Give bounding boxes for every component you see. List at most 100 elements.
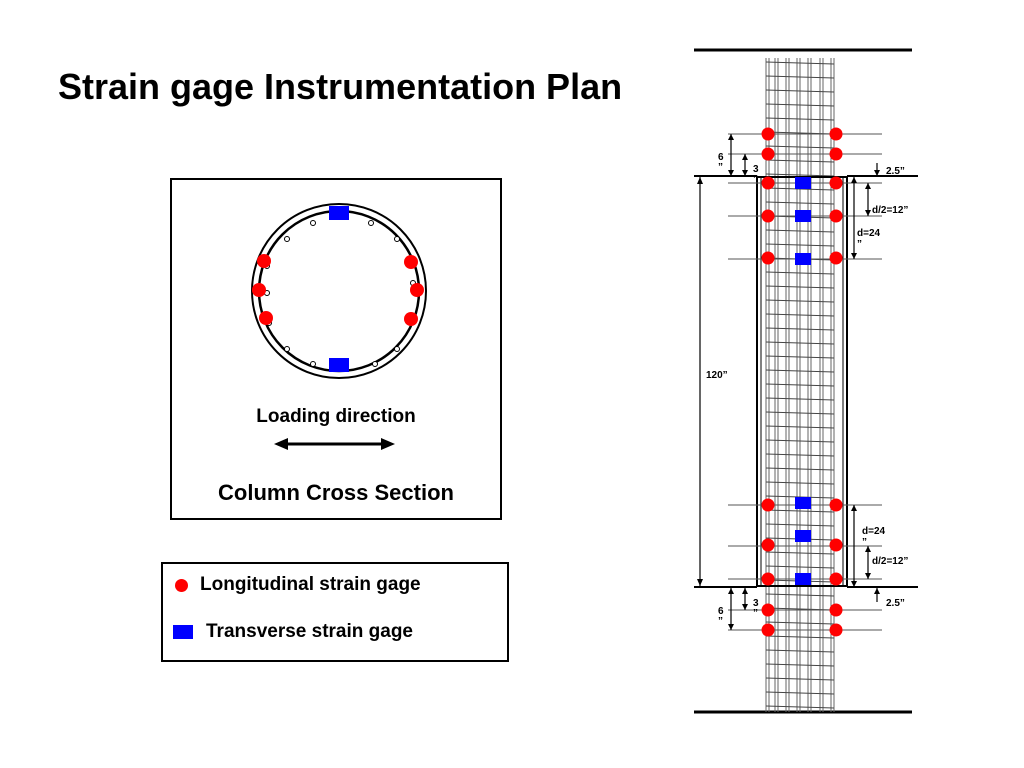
- dimension-arrowheads: [697, 134, 880, 630]
- longitudinal-gage-dot: [829, 209, 843, 223]
- longitudinal-gage-dot: [829, 623, 843, 637]
- transverse-gage-rect: [795, 497, 811, 509]
- spiral-hoop: [765, 75, 835, 79]
- longitudinal-gage-dot: [761, 623, 775, 637]
- longitudinal-gage-dot: [761, 176, 775, 190]
- spiral-hoop: [765, 271, 835, 275]
- loading-direction-arrow: [274, 438, 395, 450]
- legend-label: Transverse strain gage: [206, 621, 413, 642]
- spiral-hoop: [765, 159, 835, 163]
- spiral-hoop: [765, 467, 835, 471]
- rebar: [310, 220, 316, 226]
- spiral-hoop: [765, 677, 835, 681]
- dim-d2-bottom: d/2=12”: [872, 556, 908, 567]
- longitudinal-gage-dot: [829, 147, 843, 161]
- spiral-hoop: [765, 243, 835, 247]
- spiral-hoop: [765, 173, 835, 177]
- elevation-transverse-gages: [795, 177, 811, 585]
- longitudinal-gage-dot: [761, 498, 775, 512]
- longitudinal-gage-dot: [829, 603, 843, 617]
- longitudinal-gage-dot: [761, 251, 775, 265]
- dim-3-bottom: 3”: [753, 598, 759, 619]
- transverse-gage-rect: [795, 573, 811, 585]
- transverse-gage-icon: [173, 625, 193, 639]
- cross-section-drawing: [251, 203, 427, 450]
- rebar: [372, 361, 378, 367]
- spiral-hoop: [765, 635, 835, 639]
- longitudinal-gage-dot: [829, 498, 843, 512]
- spiral-hoop: [765, 355, 835, 359]
- gage-level-lines: [728, 133, 882, 631]
- dim-d-bottom: d=24”: [862, 526, 886, 548]
- transverse-gage-rect: [795, 253, 811, 265]
- column-outer-circle: [251, 203, 427, 379]
- longitudinal-gage-dot: [259, 311, 273, 325]
- longitudinal-gage-dot: [761, 127, 775, 141]
- longitudinal-gage-dot: [252, 283, 266, 297]
- spiral-hoop: [765, 145, 835, 149]
- dim-25-top: 2.5”: [886, 166, 905, 177]
- spiral-hoop: [765, 565, 835, 569]
- longitudinal-gage-dot: [761, 572, 775, 586]
- longitudinal-gage-dot: [257, 254, 271, 268]
- page-title: Strain gage Instrumentation Plan: [58, 66, 623, 107]
- longitudinal-gage-dot: [829, 572, 843, 586]
- spiral-hoop: [765, 89, 835, 93]
- dim-25-bottom: 2.5”: [886, 598, 905, 609]
- rebar: [284, 346, 290, 352]
- dim-3-top: 3”: [753, 164, 759, 185]
- longitudinal-gage-icon: [175, 578, 188, 592]
- dim-d-top: d=24”: [857, 228, 881, 250]
- transverse-gage-rect: [795, 177, 811, 189]
- legend-label: Longitudinal strain gage: [200, 574, 421, 595]
- rebar: [310, 361, 316, 367]
- spiral-hoop: [765, 341, 835, 345]
- spiral-hoop: [765, 61, 835, 65]
- dim-6-bottom: 6”: [718, 606, 724, 627]
- dim-d2-top: d/2=12”: [872, 205, 908, 216]
- spiral-hoop: [765, 411, 835, 415]
- spiral-hoop: [765, 481, 835, 485]
- rebar-group: [264, 220, 416, 367]
- spiral-hoop: [765, 453, 835, 457]
- spiral-hoop: [765, 369, 835, 373]
- longitudinal-gage-dot: [829, 251, 843, 265]
- cross-section-label: Column Cross Section: [218, 480, 454, 505]
- spiral-hoop: [765, 551, 835, 555]
- legend-item-transverse: Transverse strain gage: [173, 621, 413, 643]
- rebar: [284, 236, 290, 242]
- spiral-hoop: [765, 509, 835, 513]
- transverse-gage-rect: [329, 358, 349, 372]
- cross-section-panel: Loading direction Column Cross Section: [170, 178, 502, 520]
- spiral-hoop: [765, 299, 835, 303]
- spiral-hoop: [765, 593, 835, 597]
- longitudinal-gage-dot: [761, 603, 775, 617]
- spiral-hoop: [765, 383, 835, 387]
- longitudinal-gage-dot: [829, 538, 843, 552]
- spiral-hoop: [765, 313, 835, 317]
- legend: Longitudinal strain gage Transverse stra…: [161, 562, 509, 662]
- spiral-hoop: [765, 103, 835, 107]
- longitudinal-gage-dot: [761, 538, 775, 552]
- longitudinal-gages: [252, 254, 424, 326]
- spiral-hoop: [765, 705, 835, 709]
- spiral-hoop: [765, 285, 835, 289]
- rebar: [394, 236, 400, 242]
- transverse-gage-rect: [795, 210, 811, 222]
- dim-120: 120”: [706, 370, 728, 381]
- longitudinal-gage-dot: [410, 283, 424, 297]
- spiral-hoop: [765, 649, 835, 653]
- loading-direction-label: Loading direction: [256, 406, 416, 427]
- longitudinal-gage-dot: [404, 312, 418, 326]
- transverse-gage-rect: [795, 530, 811, 542]
- longitudinal-gage-dot: [404, 255, 418, 269]
- longitudinal-gage-dot: [761, 209, 775, 223]
- transverse-gage-rect: [329, 206, 349, 220]
- longitudinal-gage-dot: [761, 147, 775, 161]
- spiral-hoop: [765, 439, 835, 443]
- dim-6-top: 6”: [718, 152, 724, 173]
- spiral-hoop: [765, 229, 835, 233]
- spiral-hoop: [765, 523, 835, 527]
- spiral-hoop: [765, 117, 835, 121]
